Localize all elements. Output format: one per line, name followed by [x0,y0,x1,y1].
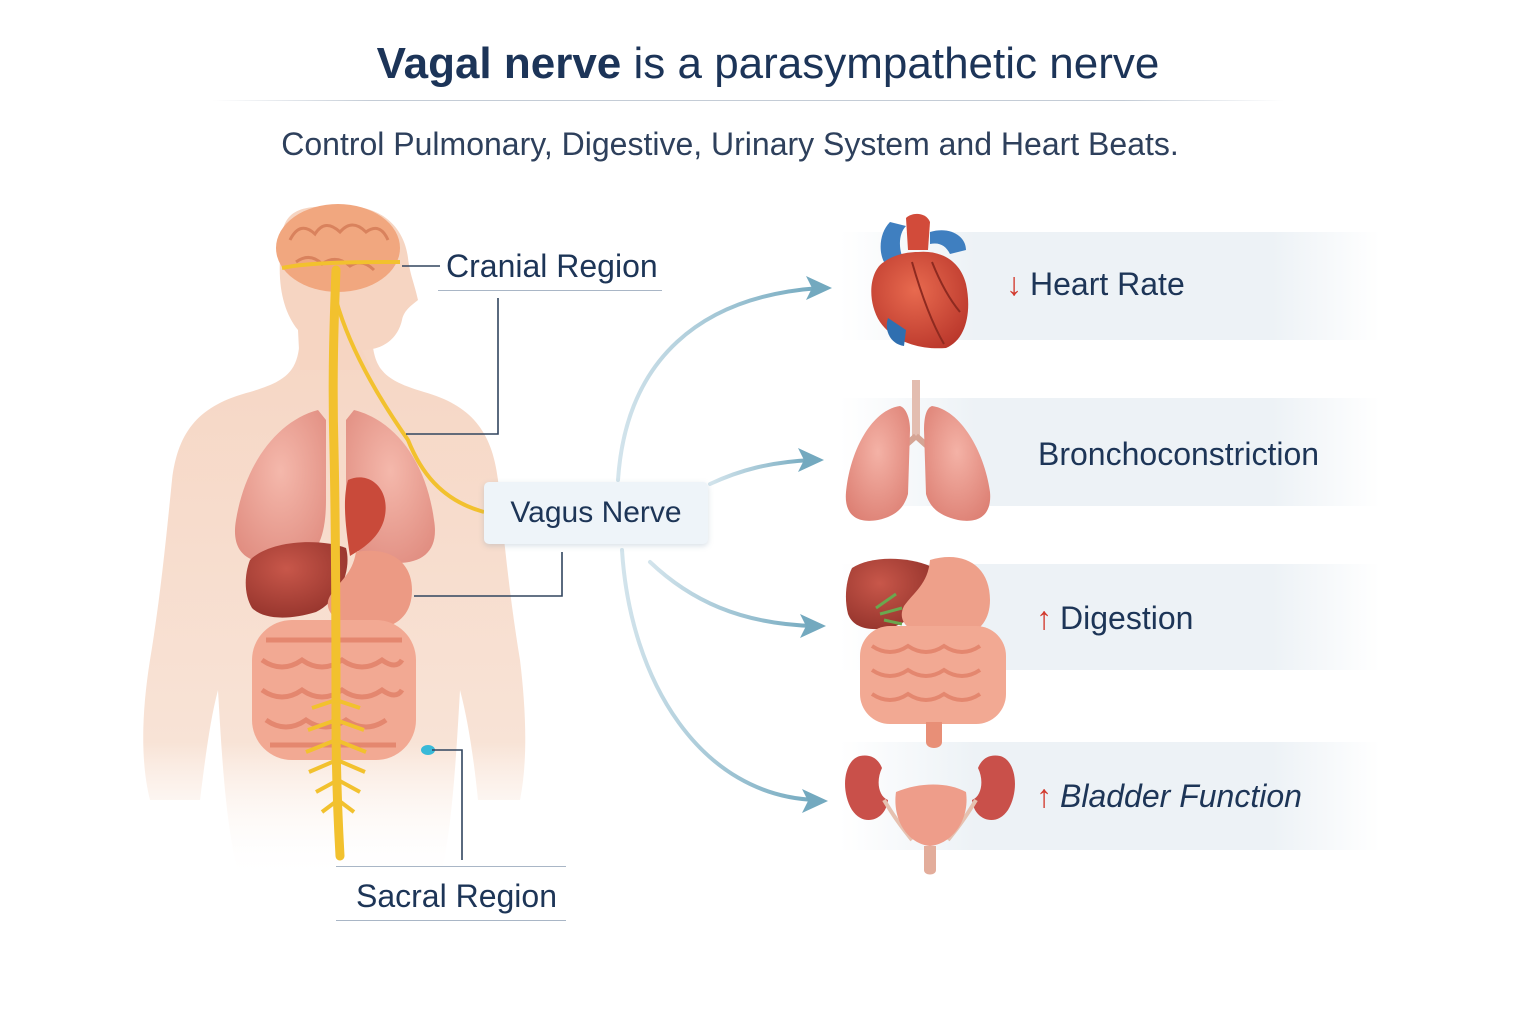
effect-heart-rate: ↓Heart Rate [1006,264,1185,304]
effect-bladder-function-text: Bladder Function [1060,778,1302,814]
up-arrow-icon: ↑ [1036,778,1052,814]
effect-heart-rate-text: Heart Rate [1030,266,1185,302]
sacral-overline [336,866,566,867]
arrow-to-heart [618,288,820,480]
vagus-nerve-label: Vagus Nerve [484,482,708,544]
effect-digestion-text: Digestion [1060,600,1193,636]
human-body-illustration [143,204,525,880]
arrow-to-digestion [650,562,814,626]
up-arrow-icon: ↑ [1036,600,1052,636]
effect-bladder-function: ↑Bladder Function [1036,776,1302,816]
down-arrow-icon: ↓ [1006,266,1022,302]
lungs-icon [846,380,990,521]
effect-bronchoconstriction-text: Bronchoconstriction [1038,436,1319,472]
arrow-to-lungs [710,460,812,484]
cranial-region-label: Cranial Region [446,246,658,286]
sacral-region-label: Sacral Region [356,876,557,916]
digestive-tract-icon [846,557,1006,748]
cranial-underline [438,290,662,291]
urinary-system-icon [845,756,1015,875]
effect-digestion: ↑Digestion [1036,598,1193,638]
effect-bronchoconstriction: Bronchoconstriction [1038,434,1319,474]
arrow-to-bladder [622,550,816,800]
connector-arrowheads [798,276,832,813]
connector-arrows [618,288,820,800]
sacral-underline [336,920,566,921]
heart-icon [871,214,968,348]
